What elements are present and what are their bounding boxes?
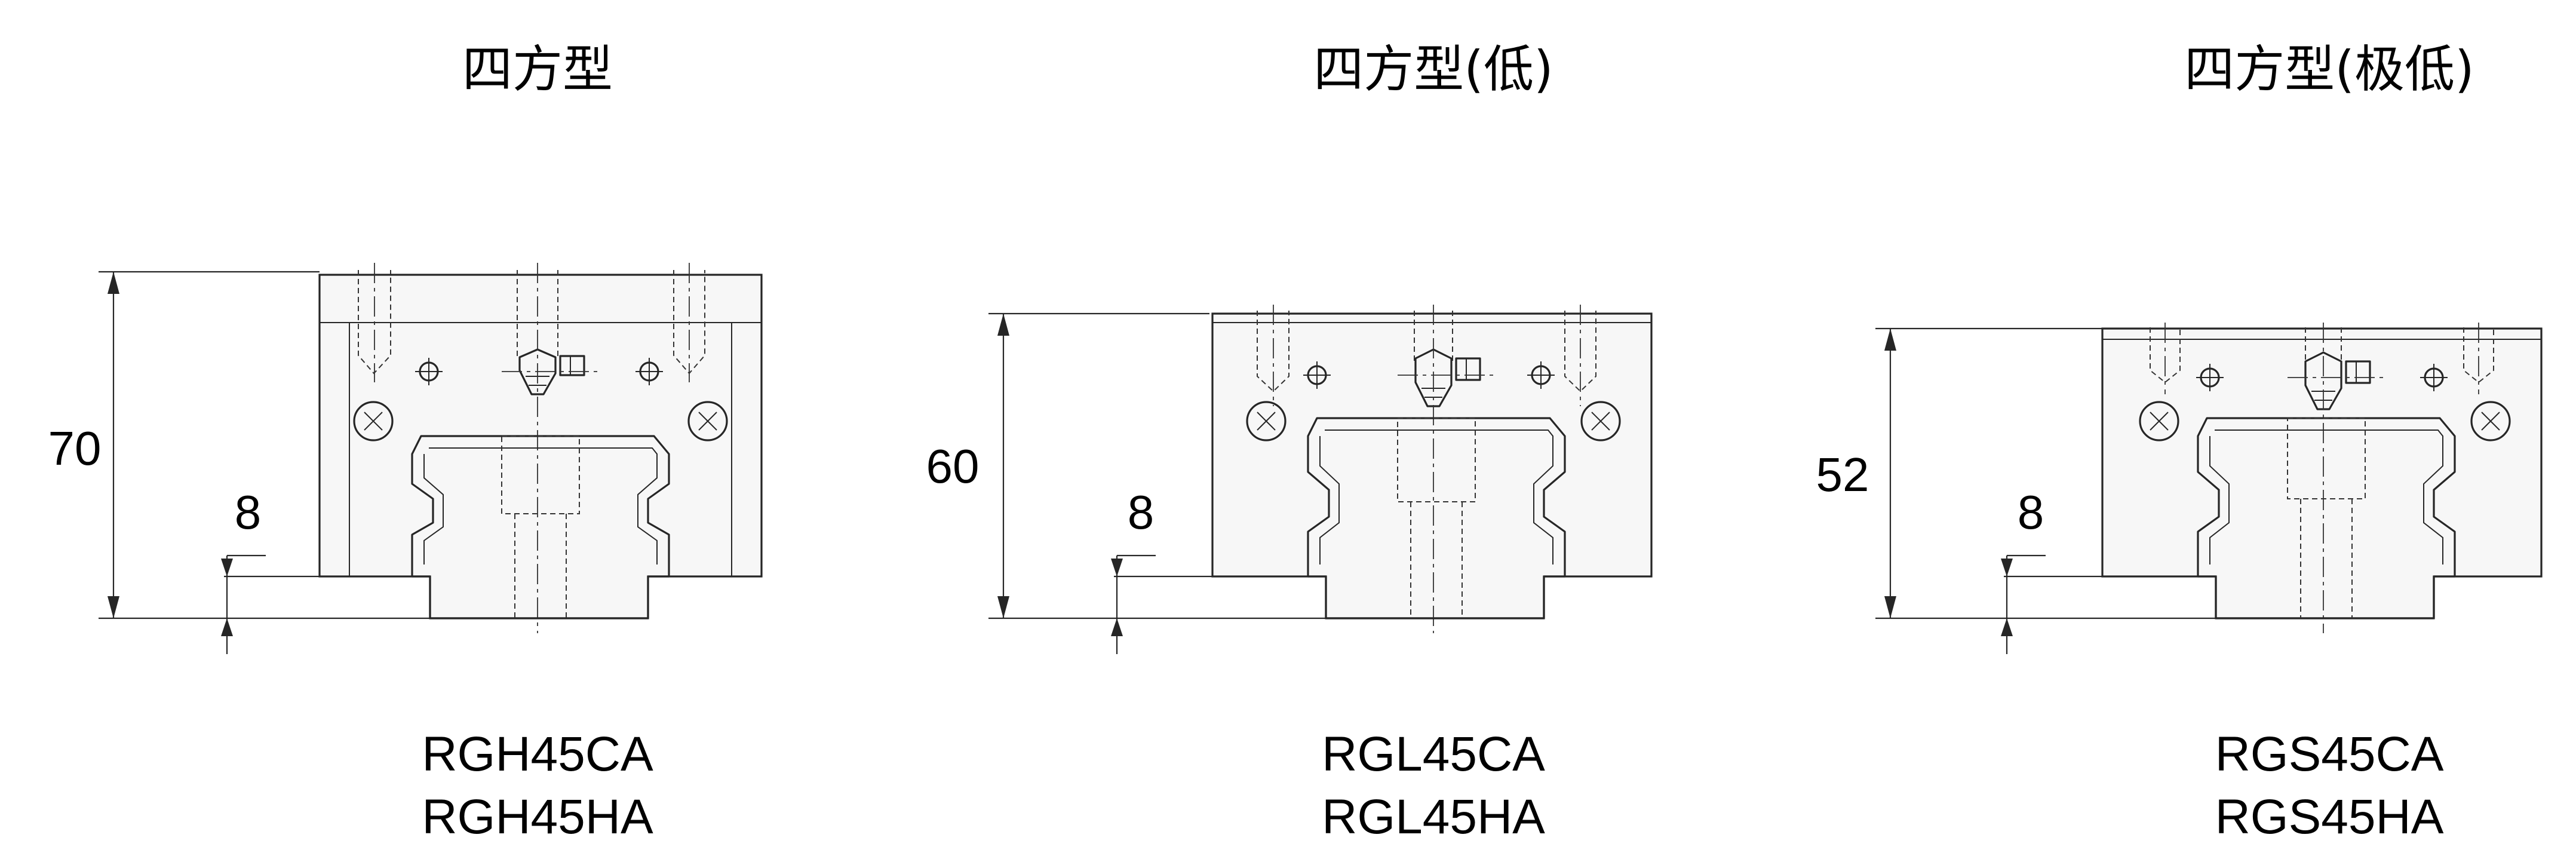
height-dimension-value: 70: [48, 422, 102, 475]
height-dimension: 52: [1816, 327, 2216, 619]
end-seal-screws: [353, 401, 728, 441]
mounting-bolt-holes: [1257, 305, 1596, 406]
rail-profile: [411, 435, 670, 619]
model-name-2: RGS45HA: [2215, 790, 2444, 844]
pin-circles: [415, 358, 663, 385]
block-drawing-rgh: 四方型 70: [48, 40, 763, 844]
carriage-block: [2101, 327, 2543, 619]
drawing-title: 四方型(极低): [2184, 40, 2474, 99]
model-name-2: RGH45HA: [422, 790, 653, 844]
end-seal-screws: [1246, 401, 1621, 441]
block-drawing-rgs: 四方型(极低) 52: [1816, 40, 2543, 844]
mounting-bolt-holes: [358, 263, 705, 382]
offset-dimension-value: 8: [2018, 486, 2044, 539]
carriage-block: [318, 274, 763, 619]
pin-circles: [2196, 364, 2448, 391]
carriage-block: [1211, 312, 1653, 619]
model-name-2: RGL45HA: [1322, 790, 1545, 844]
block-drawing-rgl: 四方型(低) 60: [926, 40, 1653, 844]
grease-nipple: [1398, 305, 1493, 633]
grease-nipple: [2288, 323, 2383, 633]
height-dimension: 70: [48, 271, 430, 619]
height-dimension: 60: [926, 312, 1326, 619]
mounting-bolt-holes: [2150, 323, 2494, 394]
height-dimension-value: 52: [1816, 448, 1869, 501]
rail-profile: [2197, 417, 2456, 619]
model-name-1: RGL45CA: [1322, 727, 1545, 781]
offset-dimension: 8: [221, 486, 323, 654]
rail-profile: [1307, 417, 1566, 619]
offset-dimension: 8: [1111, 486, 1212, 654]
end-seal-screws: [2139, 401, 2511, 441]
offset-dimension-value: 8: [235, 486, 262, 539]
height-dimension-value: 60: [926, 440, 980, 493]
model-name-1: RGS45CA: [2215, 727, 2444, 781]
offset-dimension-value: 8: [1128, 486, 1155, 539]
drawing-title: 四方型: [462, 40, 613, 99]
drawing-title: 四方型(低): [1313, 40, 1553, 99]
offset-dimension: 8: [2001, 486, 2102, 654]
model-name-1: RGH45CA: [422, 727, 653, 781]
pin-circles: [1303, 361, 1555, 389]
